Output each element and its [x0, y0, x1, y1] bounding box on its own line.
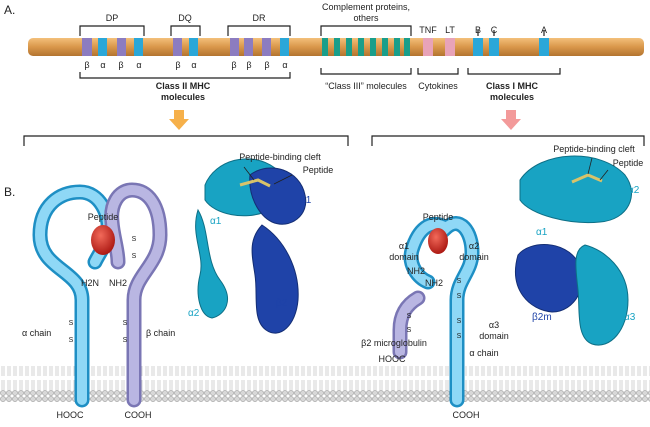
panel-b-label: B.	[4, 185, 15, 199]
svg-text:S: S	[407, 313, 412, 320]
complement-label-2: others	[353, 13, 379, 23]
dq-letter-2: α	[191, 60, 196, 70]
class2-nh2-label: NH2	[109, 278, 127, 288]
b-label: B	[475, 25, 481, 35]
section-brackets	[23, 135, 645, 146]
svg-text:S: S	[123, 320, 128, 327]
class1-nh2-1: NH2	[407, 266, 425, 276]
svg-text:S: S	[69, 320, 74, 327]
class1-ribbon-structure	[515, 155, 632, 346]
class2-gene-bands	[82, 38, 289, 56]
dp-letter-2: α	[100, 60, 105, 70]
class2-ribbon-a1: α1	[210, 216, 222, 227]
svg-text:S: S	[457, 293, 462, 300]
class1-disulfide-bonds: S S S S S S	[407, 278, 462, 340]
class2-mhc-label-1: Class II MHC	[156, 81, 211, 91]
tnf-label: TNF	[419, 25, 437, 35]
svg-text:S: S	[457, 278, 462, 285]
class1-arrow	[501, 110, 521, 130]
class2-beta-chain-label: β chain	[146, 328, 175, 338]
c-label: C	[491, 25, 498, 35]
dp-letter-1: β	[84, 60, 89, 70]
class1-a3-label-2: domain	[479, 331, 509, 341]
class1-b2m	[395, 293, 423, 357]
class1-a3-label-1: α3	[489, 320, 499, 330]
class3-gene-bands	[322, 38, 410, 56]
class2-cleft-label: Peptide-binding cleft	[239, 152, 321, 162]
class1-a1-label-2: domain	[389, 252, 419, 262]
dp-letter-4: α	[136, 60, 141, 70]
class2-ribbon-b2: β2	[276, 298, 288, 309]
class2-ribbon-b1: β1	[300, 195, 312, 206]
class1-b2m-label: β2 microglobulin	[361, 338, 427, 348]
svg-text:S: S	[123, 337, 128, 344]
dr-label: DR	[253, 13, 266, 23]
class1-ribbon-a3: α3	[624, 312, 636, 323]
class2-beta-chain	[106, 184, 166, 405]
dr-letter-1: β	[231, 60, 236, 70]
class2-h2n-label: H2N	[81, 278, 99, 288]
class3-label: “Class III” molecules	[325, 81, 407, 91]
svg-text:S: S	[132, 236, 137, 243]
svg-text:S: S	[69, 337, 74, 344]
class1-ribbon-peptide-label: Peptide	[613, 158, 644, 168]
class2-alpha-chain-label: α chain	[22, 328, 51, 338]
dp-letter-3: β	[118, 60, 123, 70]
class1-hooc-label: HOOC	[379, 354, 407, 364]
svg-text:S: S	[457, 333, 462, 340]
dr-letter-2: β	[246, 60, 251, 70]
dq-label: DQ	[178, 13, 192, 23]
class1-ribbon-a1: α1	[536, 227, 548, 238]
class1-nh2-2: NH2	[425, 278, 443, 288]
class2-peptide-label: Peptide	[88, 212, 119, 222]
class1-ribbon-b2m: β2m	[532, 312, 552, 323]
cytokines-label: Cytokines	[418, 81, 458, 91]
svg-text:S: S	[132, 253, 137, 260]
svg-text:S: S	[457, 318, 462, 325]
dp-label: DP	[106, 13, 119, 23]
class1-a2-label-1: α2	[469, 241, 479, 251]
class1-a2-label-2: domain	[459, 252, 489, 262]
complement-label-1: Complement proteins,	[322, 2, 410, 12]
class1-cleft-label: Peptide-binding cleft	[553, 144, 635, 154]
top-brackets	[79, 25, 545, 36]
class2-ribbon-peptide-label: Peptide	[303, 165, 334, 175]
class1-ribbon-a2: α2	[628, 185, 640, 196]
class2-disulfide-bonds: S S S S S S	[69, 236, 137, 344]
svg-text:S: S	[407, 327, 412, 334]
class1-gene-bands	[473, 38, 549, 56]
cytokine-gene-bands	[423, 38, 455, 56]
class2-peptide-shape	[91, 225, 115, 255]
dr-letter-4: α	[282, 60, 287, 70]
dr-letter-3: β	[264, 60, 269, 70]
class1-peptide-label: Peptide	[423, 212, 454, 222]
class2-ribbon-structure	[195, 158, 307, 334]
panel-a-label: A.	[4, 3, 15, 17]
class2-hooc-label: HOOC	[57, 410, 85, 420]
dq-letter-1: β	[175, 60, 180, 70]
class2-arrow	[169, 110, 189, 130]
chain-letters: β α β α β α β β β α	[84, 60, 287, 70]
a-label: A	[541, 25, 547, 35]
class1-mhc-label-2: molecules	[490, 92, 534, 102]
cell-membrane	[0, 366, 650, 402]
class1-cooh-label: COOH	[453, 410, 480, 420]
class1-mhc-label-1: Class I MHC	[486, 81, 539, 91]
bottom-brackets	[79, 68, 561, 79]
class1-alpha-chain-label: α chain	[469, 348, 498, 358]
class2-cooh-label: COOH	[125, 410, 152, 420]
class2-mhc-label-2: molecules	[161, 92, 205, 102]
class1-alpha-chain	[406, 218, 478, 405]
lt-label: LT	[445, 25, 455, 35]
class1-peptide-shape	[428, 228, 448, 254]
class1-a1-label-1: α1	[399, 241, 409, 251]
class2-ribbon-a2: α2	[188, 308, 200, 319]
